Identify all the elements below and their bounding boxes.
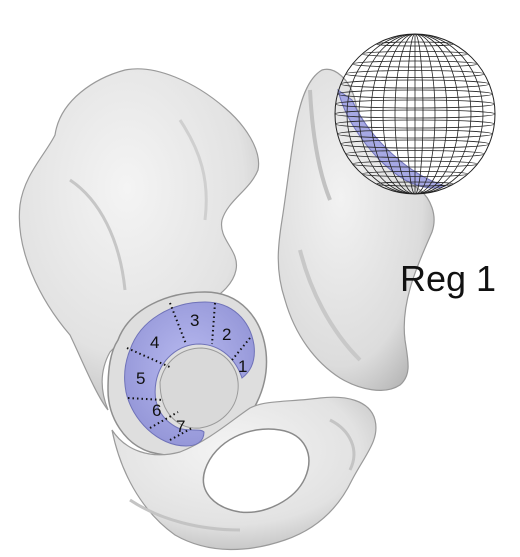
segment-label-3: 3 [190,311,199,330]
segment-label-6: 6 [152,401,161,420]
segment-label-2: 2 [222,325,231,344]
segment-label-4: 4 [150,333,159,352]
segment-label-7: 7 [176,417,185,436]
proximal-femur [278,69,445,390]
segment-label-1: 1 [238,357,247,376]
segment-label-5: 5 [136,369,145,388]
region-label: Reg 1 [400,258,496,300]
